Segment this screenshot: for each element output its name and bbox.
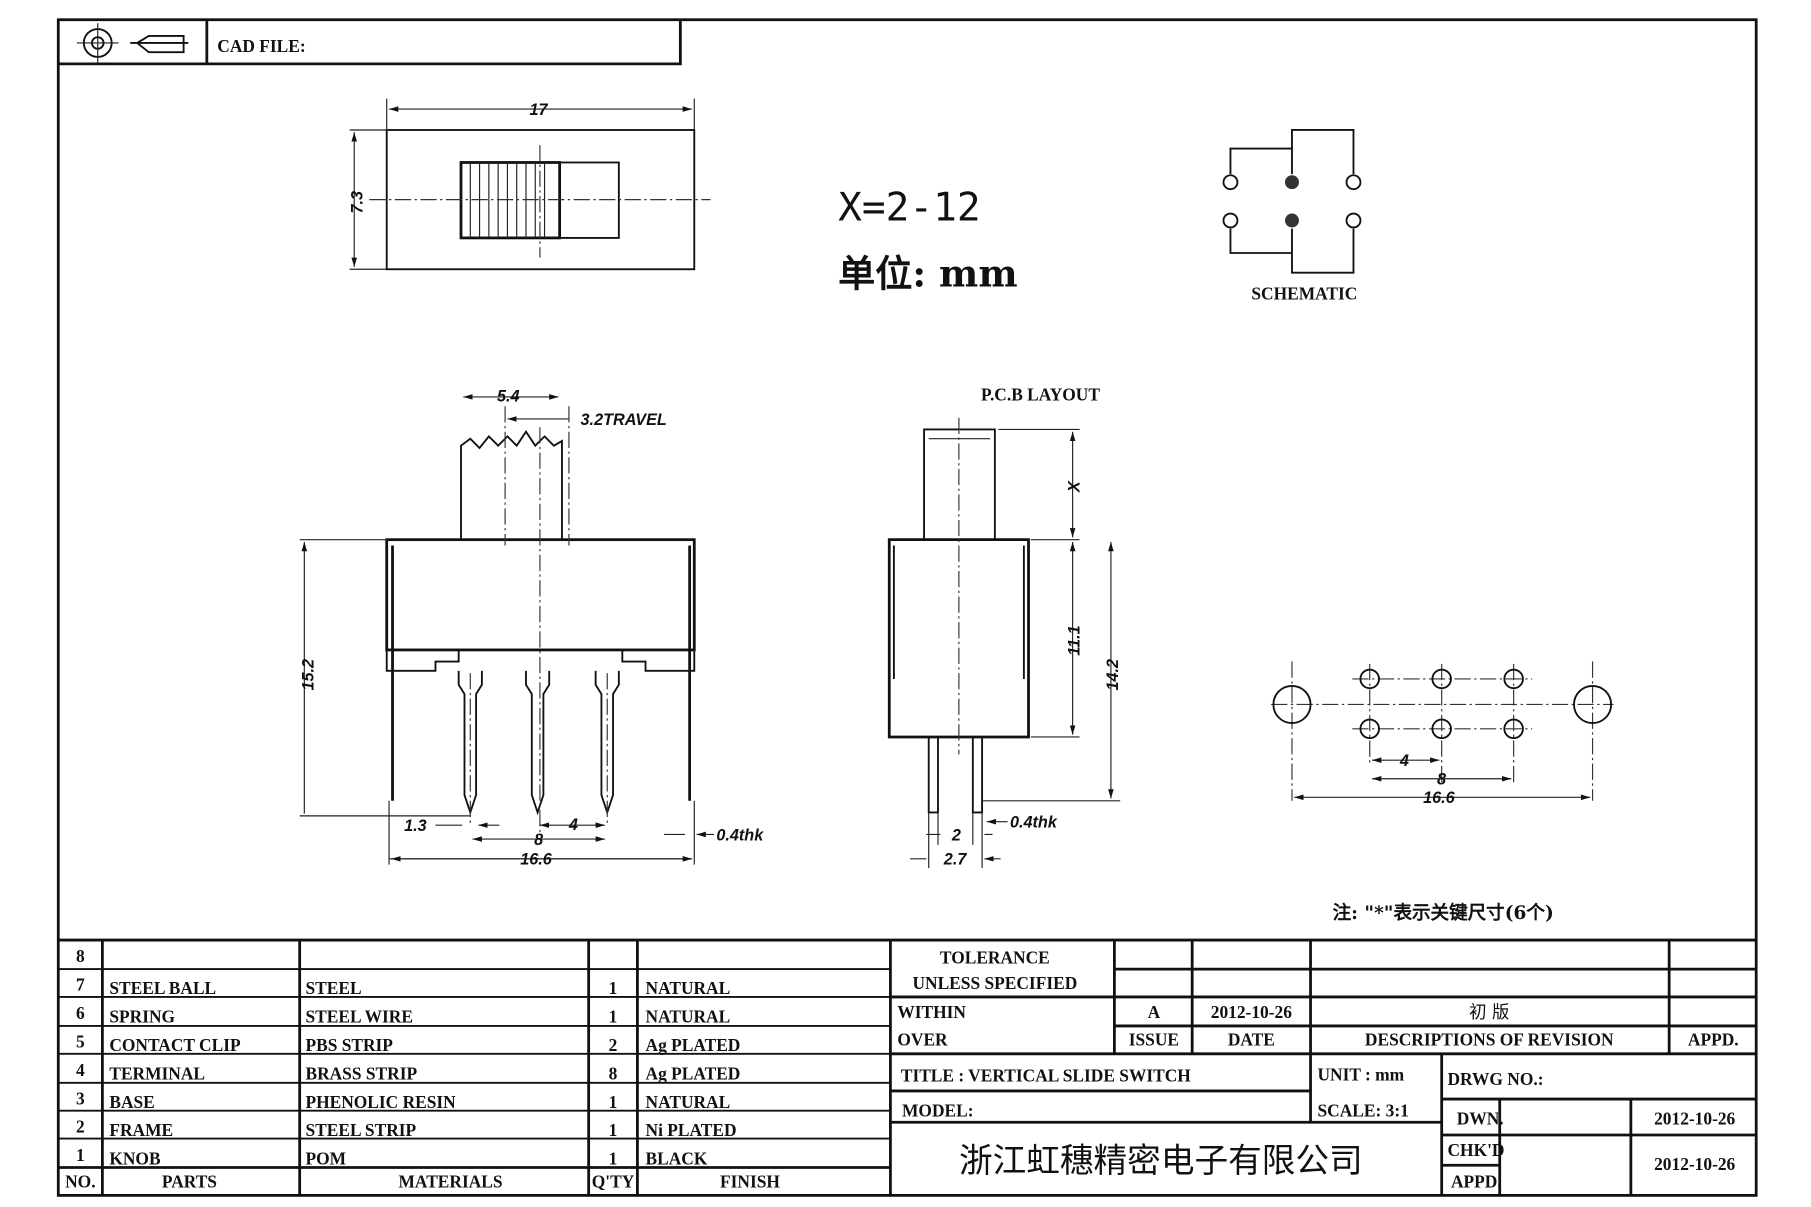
bom-cell-parts: SPRING (109, 1006, 175, 1026)
dim-thickness: 0.4thk (716, 826, 764, 844)
bom-cell-no: 1 (76, 1145, 85, 1165)
bom-cell-no: 7 (76, 975, 85, 995)
dim-x: X (1066, 480, 1084, 493)
dim-pitch2: 8 (1437, 771, 1446, 789)
drawing-title: TITLE : VERTICAL SLIDE SWITCH (901, 1066, 1191, 1086)
drawn-date: 2012-10-26 (1654, 1109, 1735, 1129)
pcb-layout: 4 8 16.6 (1271, 661, 1614, 807)
header-parts: PARTS (162, 1171, 217, 1191)
dim-span: 2.7 (943, 851, 968, 869)
schematic-label: SCHEMATIC (1251, 283, 1357, 303)
issue-label: ISSUE (1129, 1030, 1179, 1050)
checked-label: CHK'D (1447, 1140, 1504, 1160)
drawing-number-label: DRWG NO.: (1447, 1069, 1543, 1089)
bom-cell-no: 3 (76, 1088, 85, 1108)
unit-note: 单位: mm (838, 252, 1017, 296)
dim-width: 7.3 (348, 191, 366, 214)
within-label: WITHIN (897, 1002, 966, 1022)
dim-span: 16.6 (1423, 789, 1456, 807)
pcb-layout-label: P.C.B LAYOUT (981, 384, 1100, 404)
bom-cell-materials: STEEL (305, 978, 361, 998)
bom-cell-parts: BASE (109, 1092, 154, 1112)
date-label: DATE (1228, 1030, 1275, 1050)
bom-cell-materials: POM (305, 1149, 346, 1169)
bom-cell-qty: 1 (609, 1149, 618, 1169)
bom-cell-materials: STEEL STRIP (305, 1120, 416, 1140)
dim-travel: 3.2TRAVEL (581, 411, 667, 429)
title-block: TOLERANCE UNLESS SPECIFIED WITHIN OVER A… (890, 940, 1757, 1196)
header-materials: MATERIALS (399, 1171, 503, 1191)
bom-cell-finish: Ni PLATED (646, 1120, 737, 1140)
descriptions-label: DESCRIPTIONS OF REVISION (1365, 1030, 1614, 1050)
bom-cell-qty: 1 (609, 978, 618, 998)
key-dimensions-note: 注: "*"表示关键尺寸(6个) (1333, 902, 1554, 924)
bom-cell-finish: NATURAL (646, 978, 731, 998)
dim-thickness: 0.4thk (1010, 813, 1058, 831)
dim-pitch2: 8 (534, 831, 543, 849)
dim-length: 17 (529, 101, 548, 119)
bom-cell-parts: TERMINAL (109, 1063, 205, 1083)
bom-cell-materials: BRASS STRIP (305, 1063, 417, 1083)
bom-cell-parts: CONTACT CLIP (109, 1035, 241, 1055)
top-view: 17 7.3 (348, 98, 711, 271)
dim-pitch: 4 (568, 816, 578, 834)
bom-cell-finish: BLACK (646, 1149, 708, 1169)
bom-cell-qty: 1 (609, 1006, 618, 1026)
drawing-border (56, 18, 1758, 1197)
bom-cell-parts: KNOB (109, 1149, 161, 1169)
bom-cell-no: 2 (76, 1117, 85, 1137)
company-name: 浙江虹穗精密电子有限公司 (959, 1141, 1363, 1180)
bom-cell-finish: NATURAL (646, 1092, 731, 1112)
header-no: NO. (65, 1171, 95, 1191)
bom-cell-qty: 8 (609, 1063, 618, 1083)
approved-label: APPD. (1451, 1171, 1502, 1191)
dim-pin: 1.3 (404, 817, 427, 835)
bom-cell-qty: 1 (609, 1092, 618, 1112)
dim-pin-pitch: 2 (951, 826, 961, 844)
bom-cell-finish: Ag PLATED (646, 1035, 741, 1055)
bom-cell-qty: 2 (609, 1035, 618, 1055)
bom-cell-parts: FRAME (109, 1120, 173, 1140)
dim-width: 16.6 (520, 851, 553, 869)
header-finish: FINISH (720, 1171, 780, 1191)
bom-cell-no: 5 (76, 1031, 85, 1051)
bom-cell-no: 6 (76, 1003, 85, 1023)
bom-cell-no: 4 (76, 1060, 85, 1080)
appd-label: APPD. (1688, 1030, 1739, 1050)
checked-date: 2012-10-26 (1654, 1154, 1735, 1174)
drawn-label: DWN. (1457, 1109, 1504, 1129)
bom-cell-qty: 1 (609, 1120, 618, 1140)
unit-label: UNIT : mm (1318, 1064, 1405, 1084)
unless-specified-label: UNLESS SPECIFIED (912, 973, 1077, 993)
scale-label: SCALE: 3:1 (1318, 1100, 1409, 1120)
dim-height: 15.2 (300, 659, 318, 691)
revision-description: 初 版 (1469, 1003, 1509, 1023)
cad-file-label: CAD FILE: (217, 36, 305, 56)
tolerance-label: TOLERANCE (940, 947, 1050, 967)
x-range-note: X=2-12 (838, 185, 980, 231)
revision-date: 2012-10-26 (1211, 1002, 1292, 1022)
model-label: MODEL: (902, 1100, 974, 1120)
dim-pitch: 4 (1399, 752, 1409, 770)
bom-cell-materials: STEEL WIRE (305, 1006, 412, 1026)
dim-knob: 5.4 (497, 388, 520, 406)
bom-cell-finish: Ag PLATED (646, 1063, 741, 1083)
side-view: P.C.B LAYOUT X 11.1 14.2 2 0.4thk 2.7 (887, 384, 1122, 869)
dim-total: 14.2 (1104, 659, 1122, 691)
bom-cell-materials: PBS STRIP (305, 1035, 393, 1055)
over-label: OVER (897, 1030, 948, 1050)
projection-symbol-icon (76, 23, 189, 63)
schematic: SCHEMATIC (1222, 129, 1362, 303)
bom-cell-materials: PHENOLIC RESIN (305, 1092, 456, 1112)
bom-cell-parts: STEEL BALL (109, 978, 216, 998)
issue-value: A (1148, 1002, 1161, 1022)
header-qty: Q'TY (592, 1171, 635, 1191)
dim-body: 11.1 (1066, 625, 1084, 655)
header-box: CAD FILE: (58, 19, 682, 66)
front-view: 5.4 3.2TRAVEL 15.2 1.3 8 4 16.6 0.4thk (300, 388, 764, 869)
bom-cell-finish: NATURAL (646, 1006, 731, 1026)
bom-cell-no: 8 (76, 946, 85, 966)
